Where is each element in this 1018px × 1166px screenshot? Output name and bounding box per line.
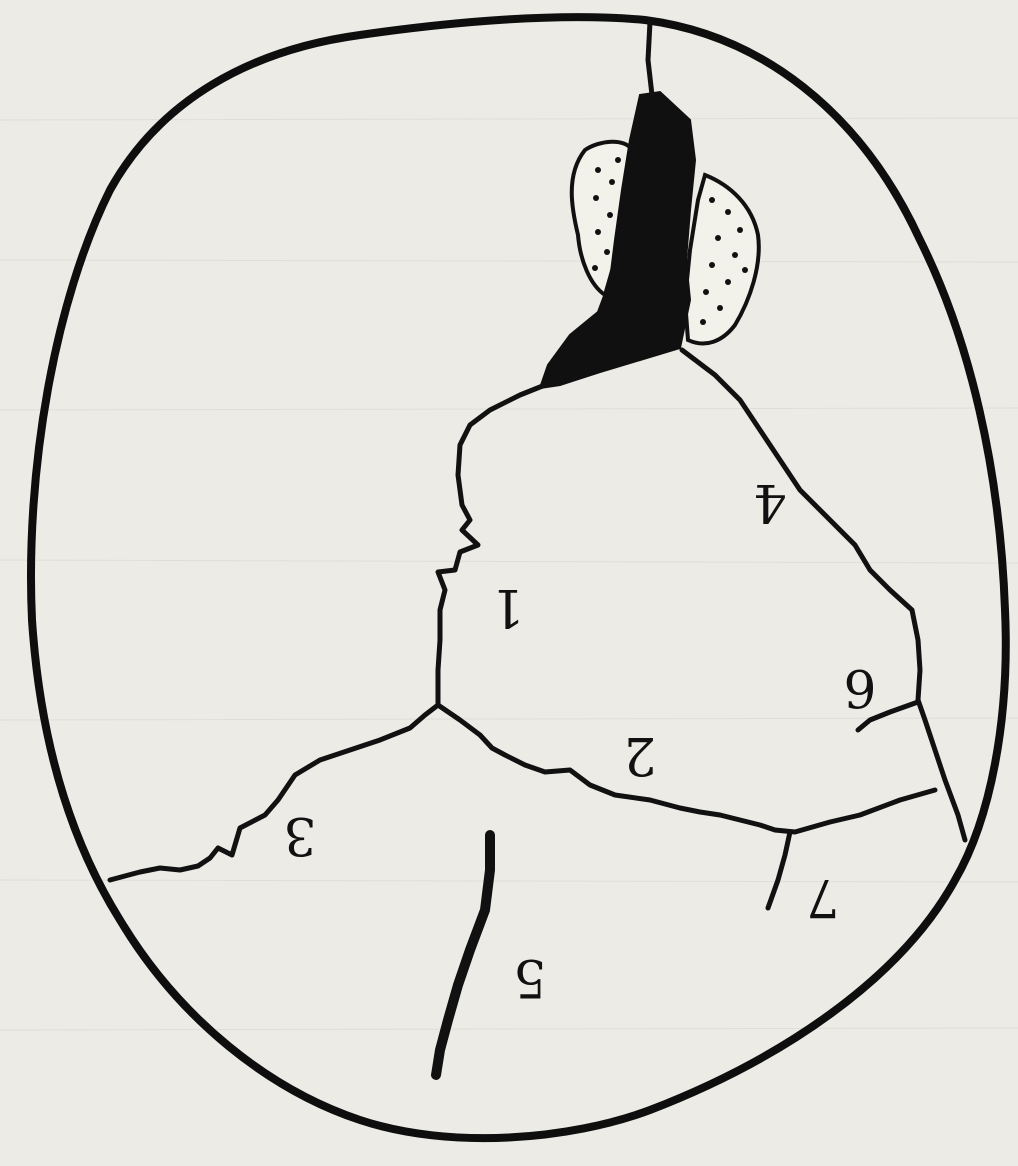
label-5: 5 — [513, 947, 546, 1007]
depressed-fracture-region — [540, 92, 695, 388]
label-4: 4 — [753, 472, 786, 532]
fracture-line-7 — [768, 832, 790, 908]
fracture-line-2 — [438, 705, 935, 832]
fracture-line-4 — [682, 350, 965, 840]
fracture-line-3 — [110, 705, 438, 880]
paper-texture — [0, 118, 1018, 1030]
label-1: 1 — [491, 577, 524, 637]
fracture-line-1 — [438, 385, 545, 705]
label-3: 3 — [283, 805, 316, 865]
fracture-line-top — [648, 22, 652, 95]
fracture-line-5 — [436, 835, 490, 1075]
label-6: 6 — [843, 657, 876, 717]
label-2: 2 — [623, 725, 656, 785]
label-7: 7 — [806, 867, 839, 927]
stippled-fragment-right — [685, 175, 759, 344]
